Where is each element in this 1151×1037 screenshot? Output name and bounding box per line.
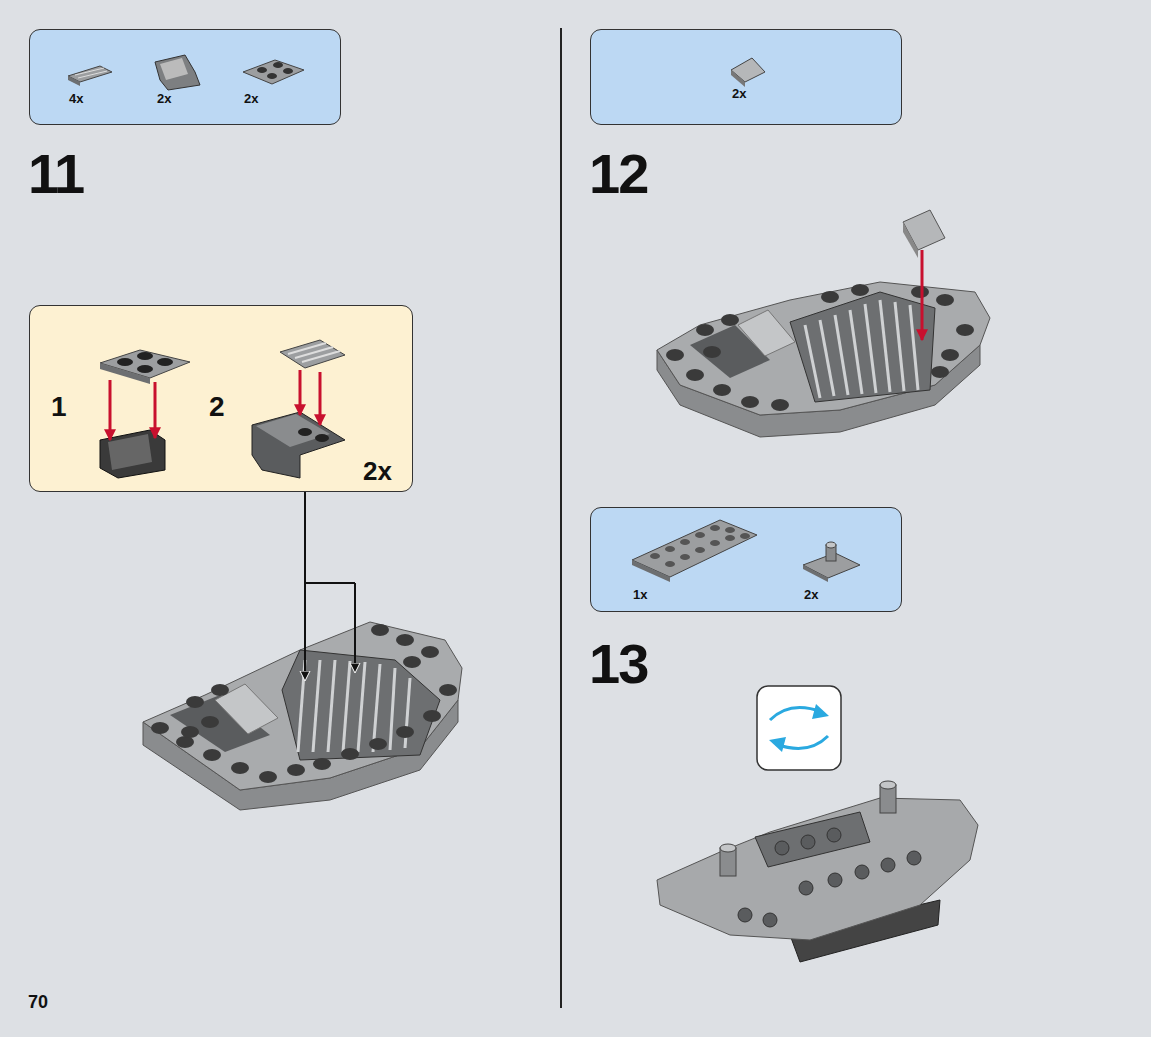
quantity-label: 4x [69,92,83,105]
quantity-label: 2x [244,92,258,105]
part-bracket [155,55,200,90]
parts-box: 4x 2x 2x [29,29,341,125]
step-number: 13 [589,636,647,692]
substep-box: 1 2 2x [29,305,413,492]
parts-box: 2x [590,29,902,125]
quantity-label: 2x [804,588,818,601]
parts-box: 1x 2x [590,507,902,612]
quantity-label: 1 [51,393,67,421]
quantity-label: 2x [157,92,171,105]
substep-1 [100,350,190,478]
rotate-icon [757,686,841,770]
divider [560,28,562,1008]
step-number: 12 [589,146,647,202]
quantity-label: 1x [633,588,647,601]
part-slope [731,58,765,87]
quantity-label: 2x [732,87,746,100]
part-plate [243,60,304,84]
callout-line [305,492,355,583]
callout-arrow [354,583,356,672]
part-tile [68,66,112,86]
model-step-11 [143,622,462,810]
model-step-13 [657,781,978,962]
part-plate-2x6 [632,520,757,582]
quantity-label: 2 [209,393,225,421]
substep-2 [252,340,345,478]
page-number: 70 [28,993,48,1011]
model-step-12 [657,210,990,437]
callout-arrow [304,583,306,680]
quantity-label: 2x [363,458,392,484]
part-cone-plate [803,542,860,582]
step-number: 11 [28,146,83,202]
